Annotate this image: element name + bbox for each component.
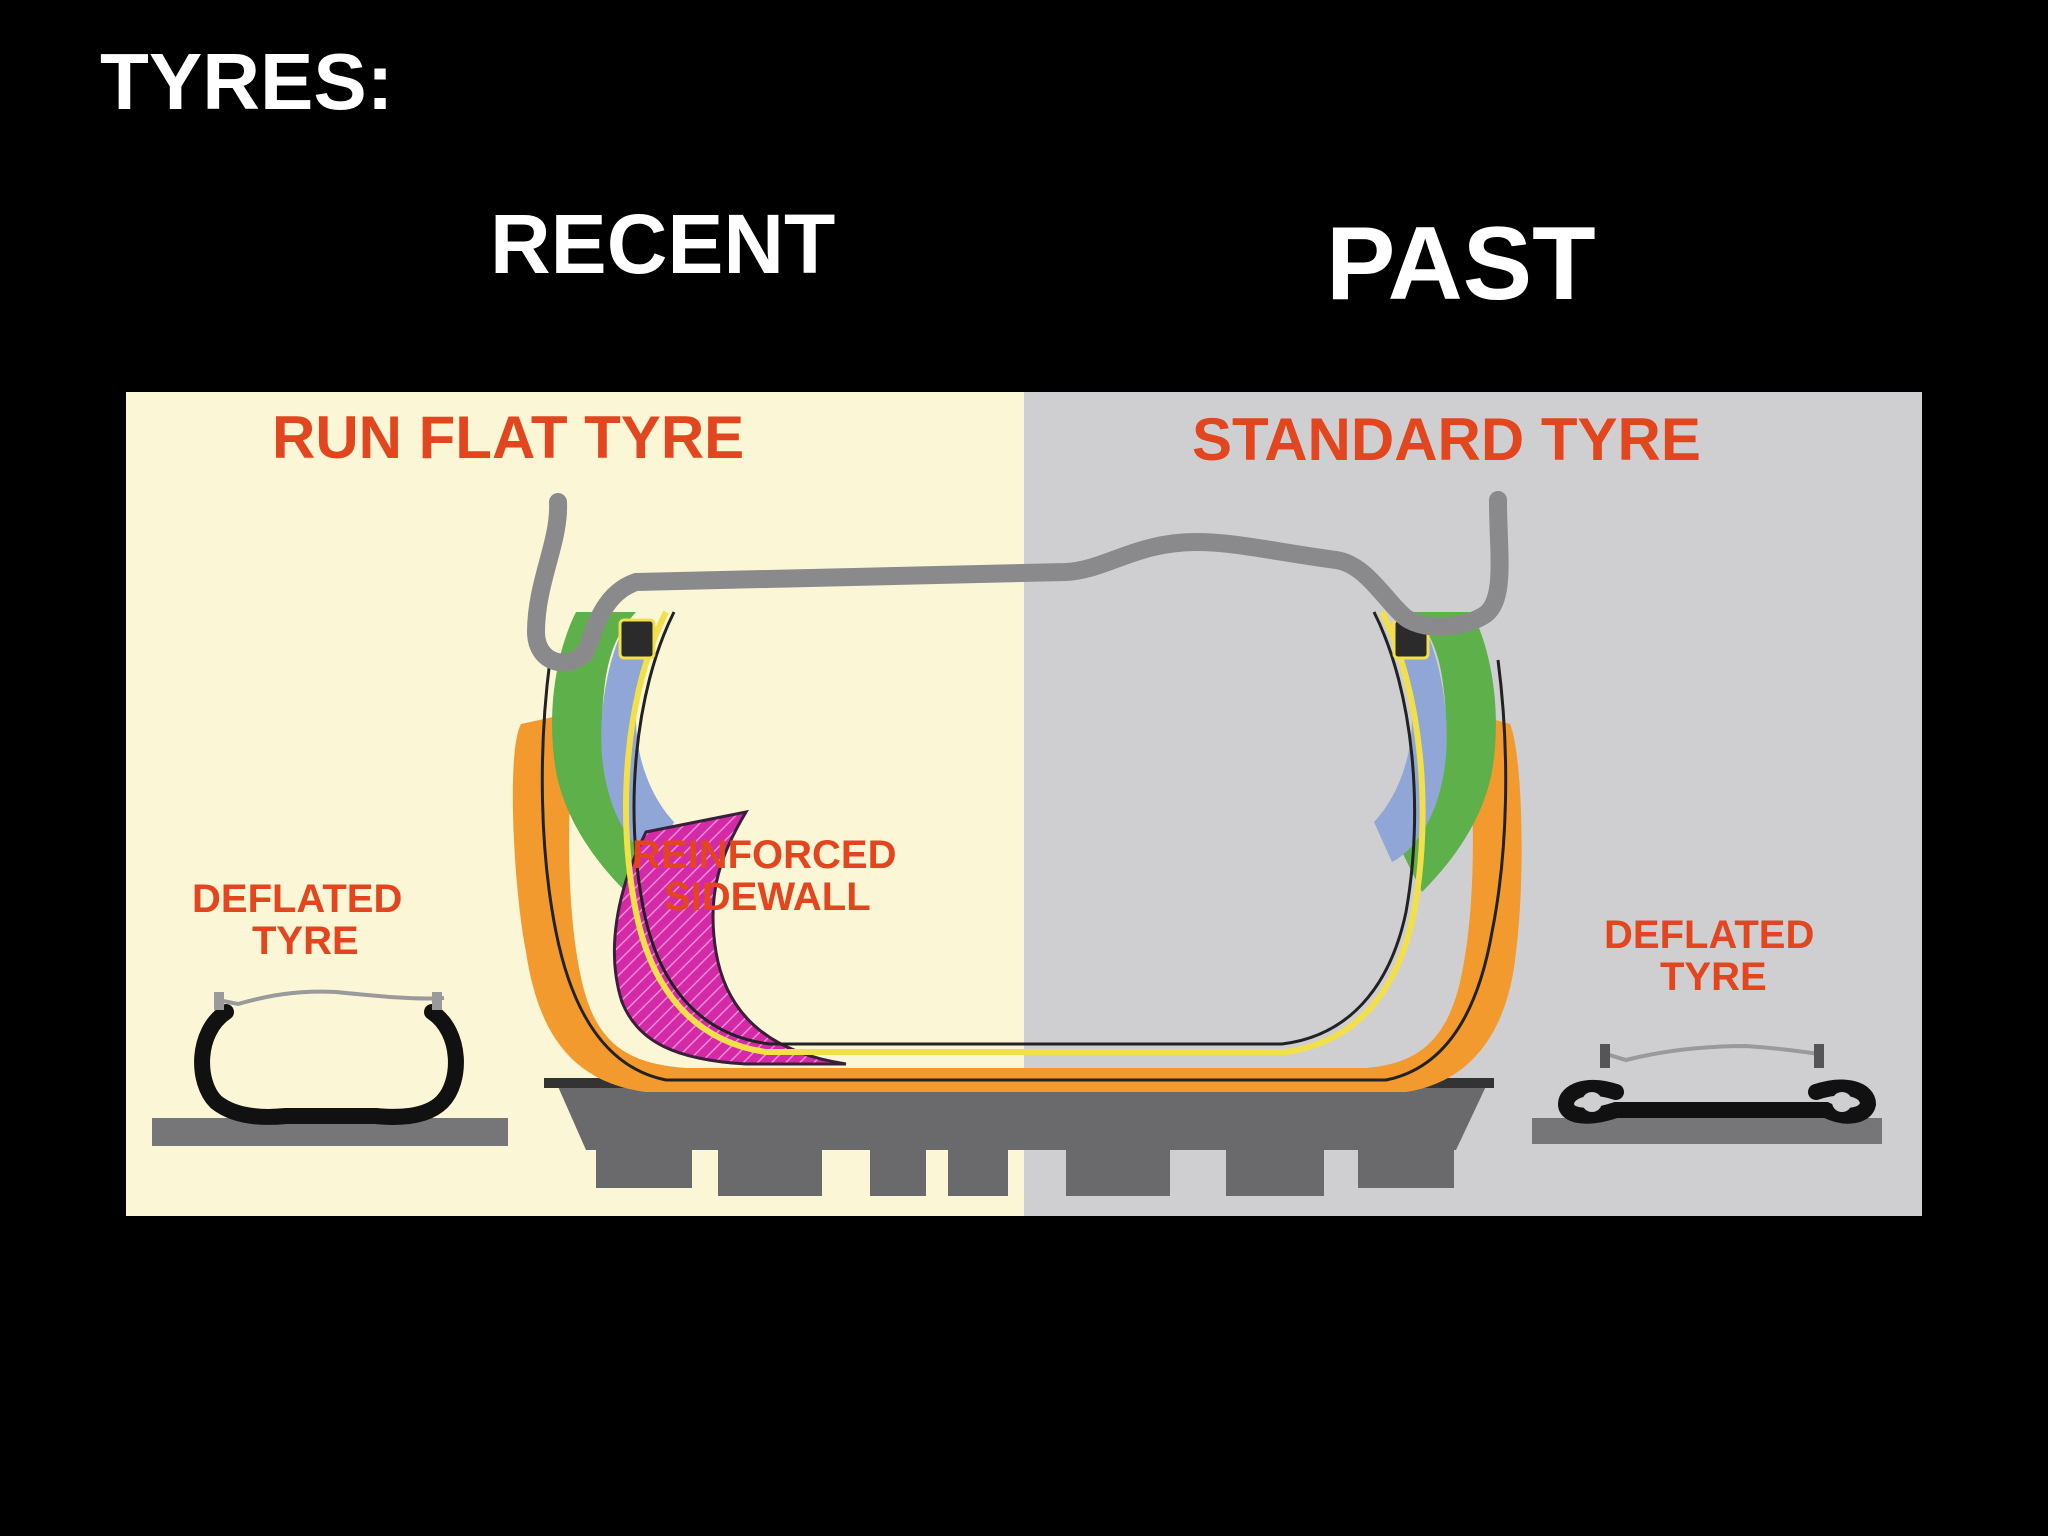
left-bead-bundle [618, 618, 656, 660]
wheel-rim [527, 491, 1509, 672]
deflated-standard-tyre-icon [1557, 1043, 1877, 1124]
deflated-run-flat-tyre-icon [194, 989, 464, 1125]
right-deflated-label-line1: DEFLATED [1604, 913, 1814, 957]
slide-title: TYRES: [100, 37, 394, 126]
reinforced-sidewall-label-line1: REINFORCED [632, 833, 896, 877]
tyre-comparison-diagram: RUN FLAT TYRE STANDARD TYRE REINFORCED S… [126, 392, 1922, 1216]
left-deflated-label-line2: TYRE [252, 919, 359, 963]
standard-tyre-title: STANDARD TYRE [1192, 406, 1701, 473]
inner-ply-line [623, 610, 1426, 1055]
heading-past: PAST [1326, 206, 1596, 322]
left-deflated-label-line1: DEFLATED [192, 877, 402, 921]
right-deflated-label-line2: TYRE [1660, 955, 1767, 999]
reinforced-sidewall-label-line2: SIDEWALL [664, 875, 871, 919]
heading-recent: RECENT [490, 197, 836, 291]
run-flat-tyre-title: RUN FLAT TYRE [272, 404, 744, 471]
